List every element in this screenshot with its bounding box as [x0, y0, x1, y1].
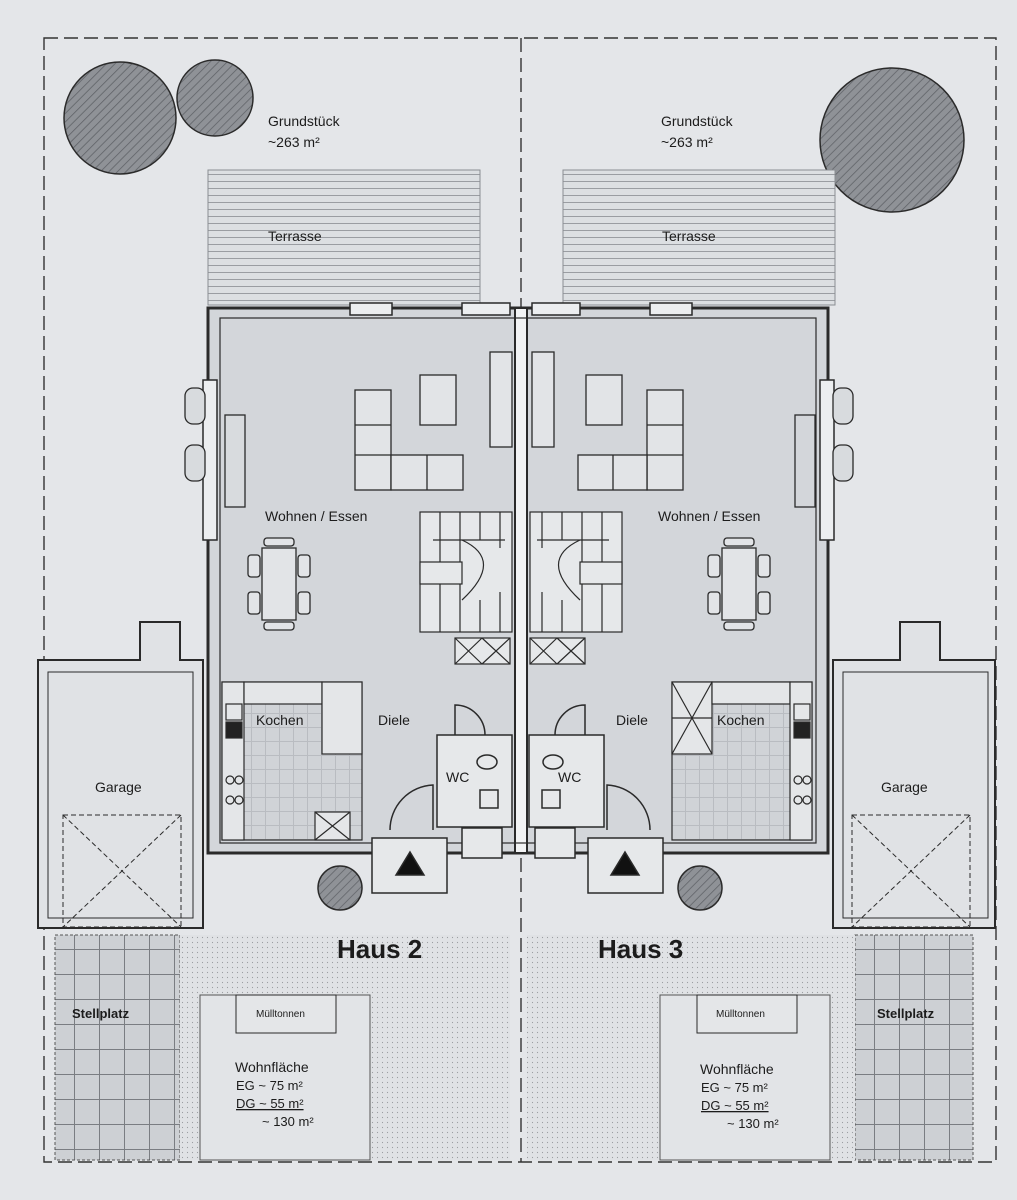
living-area-dg: DG ~ 55 m²: [236, 1096, 304, 1111]
parking-label: Stellplatz: [877, 1006, 935, 1021]
wc-room: [436, 704, 605, 859]
side-seats: [184, 387, 854, 508]
living-area-title: Wohnfläche: [235, 1059, 309, 1075]
living-area-title: Wohnfläche: [700, 1061, 774, 1077]
staircase: [419, 511, 623, 665]
hall-label: Diele: [616, 712, 648, 728]
wc-label: WC: [446, 769, 469, 785]
garage: [37, 621, 996, 929]
terrace-label: Terrasse: [662, 228, 716, 244]
labels-haus-3: Grundstück ~263 m² Terrasse Wohnen / Ess…: [558, 113, 935, 1131]
plot-area: ~263 m²: [661, 134, 713, 150]
garage-label: Garage: [881, 779, 928, 795]
living-label: Wohnen / Essen: [658, 508, 760, 524]
labels-haus-2: Grundstück ~263 m² Terrasse Wohnen / Ess…: [72, 113, 469, 1129]
hall-label: Diele: [378, 712, 410, 728]
living-area-eg: EG ~ 75 m²: [236, 1078, 303, 1093]
living-area-dg: DG ~ 55 m²: [701, 1098, 769, 1113]
plot-label: Grundstück: [661, 113, 734, 129]
kitchen-label: Kochen: [256, 712, 303, 728]
living-area-total: ~ 130 m²: [262, 1114, 314, 1129]
living-area-eg: EG ~ 75 m²: [701, 1080, 768, 1095]
plot-area: ~263 m²: [268, 134, 320, 150]
plot-label: Grundstück: [268, 113, 341, 129]
kitchen-label: Kochen: [717, 712, 764, 728]
kitchen: [221, 681, 813, 841]
living-label: Wohnen / Essen: [265, 508, 367, 524]
paving: [54, 934, 974, 1161]
parking-label: Stellplatz: [72, 1006, 130, 1021]
house-name: Haus 2: [337, 934, 422, 964]
terrace: [207, 169, 836, 306]
dining-table: [247, 537, 771, 631]
bins-label: Mülltonnen: [716, 1009, 765, 1020]
house-name: Haus 3: [598, 934, 683, 964]
wc-label: WC: [558, 769, 581, 785]
terrace-label: Terrasse: [268, 228, 322, 244]
entrance: [371, 784, 664, 894]
sofa: [354, 351, 684, 491]
windows: [202, 302, 835, 541]
living-area-total: ~ 130 m²: [727, 1116, 779, 1131]
tree-icon: [63, 59, 965, 911]
garage-label: Garage: [95, 779, 142, 795]
bins-label: Mülltonnen: [256, 1009, 305, 1020]
